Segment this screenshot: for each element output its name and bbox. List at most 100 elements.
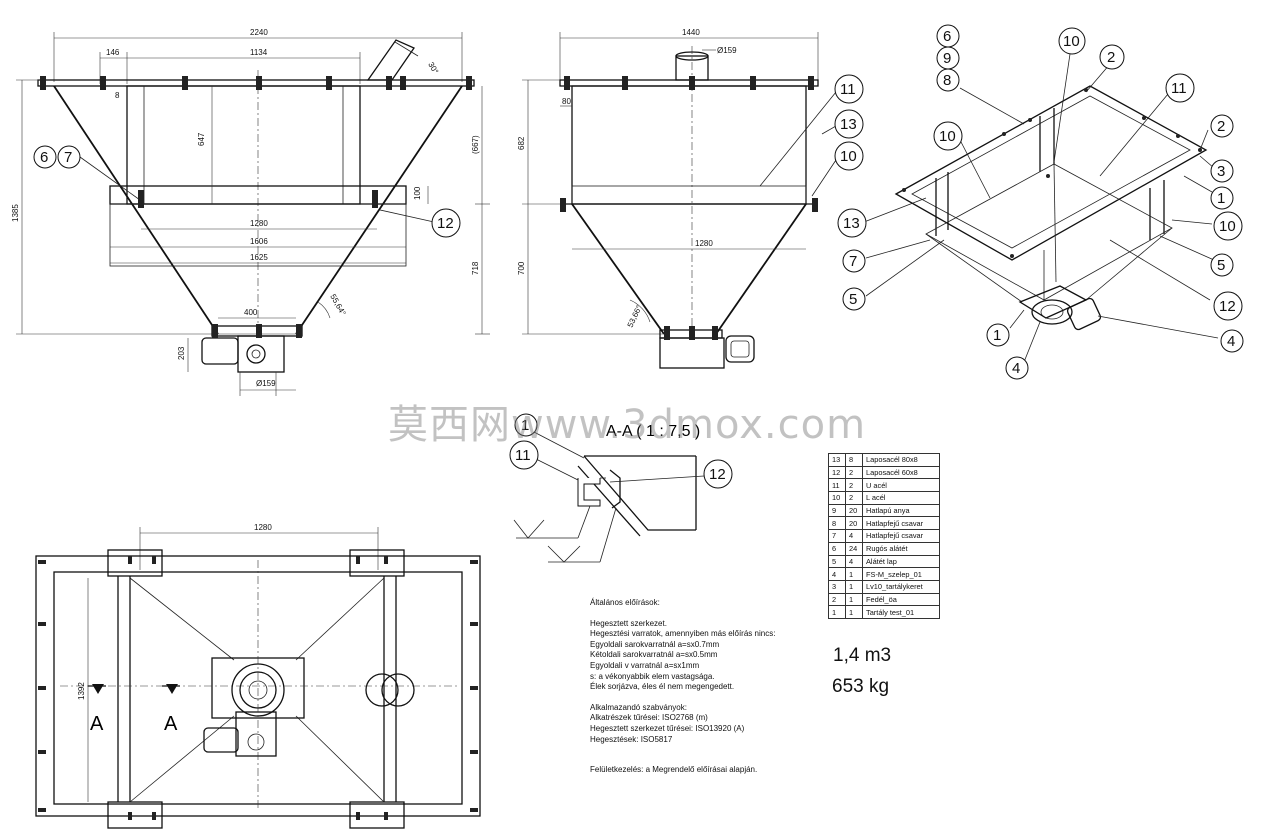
iso-view: 6 9 8 10 2 11 2 3 1 10 13 10 7 5 12 5 1 … [837,24,1244,380]
front-view: 2240 1134 146 8 647 30° (667) 100 1385 1… [11,28,490,396]
part-qty: 8 [845,453,863,467]
callout-11-iso: 11 [1171,80,1187,97]
dim-8: 8 [115,91,120,100]
part-desc: Rugós alátét [862,541,940,556]
callout-2-iso-b: 2 [1217,118,1225,135]
part-number: 4 [828,567,846,581]
callout-1-iso-b: 1 [993,327,1001,344]
part-number: 6 [828,541,846,556]
part-desc: Hatlapfejű csavar [862,529,940,543]
part-qty: 1 [845,579,863,594]
callout-5-iso-a: 5 [1217,257,1225,274]
part-number: 9 [828,503,846,518]
callout-10-iso-a: 10 [1063,33,1080,50]
part-number: 1 [828,605,846,619]
dim-203: 203 [177,346,186,360]
dim-1385: 1385 [11,204,20,222]
dim-2240: 2240 [250,28,268,37]
dim-647: 647 [197,132,206,146]
part-desc: Alátét lap [862,554,940,569]
part-number: 3 [828,579,846,594]
dim-718: 718 [471,261,480,275]
dim-100: 100 [413,186,422,200]
callout-1-iso-a: 1 [1217,190,1225,207]
callout-3-iso: 3 [1217,163,1225,180]
part-qty: 4 [845,529,863,543]
part-desc: Lv10_tartálykeret [862,579,940,594]
callout-7-front: 7 [64,149,72,166]
callout-8-iso: 8 [943,72,951,89]
part-desc: U acél [862,478,940,493]
side-view: 1440 Ø159 80 682 700 1280 53,66° 11 13 1… [517,28,864,369]
dim-80: 80 [562,97,571,106]
callout-6-front: 6 [40,149,48,166]
part-qty: 1 [845,567,863,581]
callout-11-side: 11 [840,81,856,98]
part-qty: 2 [845,465,863,480]
callout-11-section: 11 [515,447,531,464]
callout-12-iso: 12 [1219,298,1236,315]
note-line: Élek sorjázva, éles él nem megengedett. [590,682,735,692]
section-mark-a-right: A [164,713,178,735]
dim-angle-30: 30° [426,61,440,76]
part-number: 5 [828,554,846,569]
callout-10-iso-b: 10 [1219,218,1236,235]
note-line: Alkatrészek tűrései: ISO2768 (m) [590,713,708,723]
dim-682: 682 [517,136,526,150]
note-line: Kétoldali sarokvarratnál a=sx0.5mm [590,650,718,660]
part-number: 12 [828,465,846,480]
callout-13-side: 13 [840,116,857,133]
part-desc: Laposacél 60x8 [862,465,940,480]
dim-146: 146 [106,48,120,57]
callout-6-iso: 6 [943,28,951,45]
part-number: 13 [828,453,846,467]
callout-1-section: 1 [521,417,529,434]
dim-400: 400 [244,308,258,317]
dim-1280: 1280 [250,219,268,228]
part-desc: Hatlapfejű csavar [862,516,940,531]
notes-surface: Felületkezelés: a Megrendelő előírásai a… [590,765,758,775]
callout-10-side: 10 [840,148,857,165]
volume-value: 1,4 m3 [833,645,892,666]
dim-1606: 1606 [250,237,268,246]
watermark: 莫西网www.3dmox.com [388,402,867,448]
section-mark-a-left: A [90,713,104,735]
part-number: 2 [828,592,846,607]
dim-1280-top: 1280 [254,523,272,532]
dim-1134: 1134 [250,48,268,57]
section-view: A-A ( 1 : 7,5 ) 1 11 12 [509,413,733,563]
part-qty: 1 [845,592,863,607]
note-line: Hegesztések: ISO5817 [590,734,673,744]
note-line: Hegesztett szerkezet. [590,618,667,628]
top-view: A A 1280 1392 [35,523,481,829]
dim-1625: 1625 [250,253,268,262]
callout-5-iso-b: 5 [849,291,857,308]
callout-2-iso-a: 2 [1107,49,1115,66]
part-desc: Fedél_öa [862,592,940,607]
section-title: A-A ( 1 : 7,5 ) [606,423,700,440]
notes-standards-title: Alkalmazandó szabványok: [590,702,687,712]
note-line: Hegesztett szerkezet tűrései: ISO13920 (… [590,723,745,733]
callout-13-iso: 13 [843,215,860,232]
dim-700: 700 [517,261,526,275]
callout-10-iso-c: 10 [939,128,956,145]
part-number: 11 [828,478,846,493]
part-number: 10 [828,491,846,505]
part-qty: 24 [845,541,863,556]
dim-angle-55: 55,64° [328,293,347,318]
dim-angle-53: 53,66° [626,304,644,329]
part-qty: 2 [845,491,863,505]
part-desc: Hatlapú anya [862,503,940,518]
dim-dia-159: Ø159 [256,379,276,388]
